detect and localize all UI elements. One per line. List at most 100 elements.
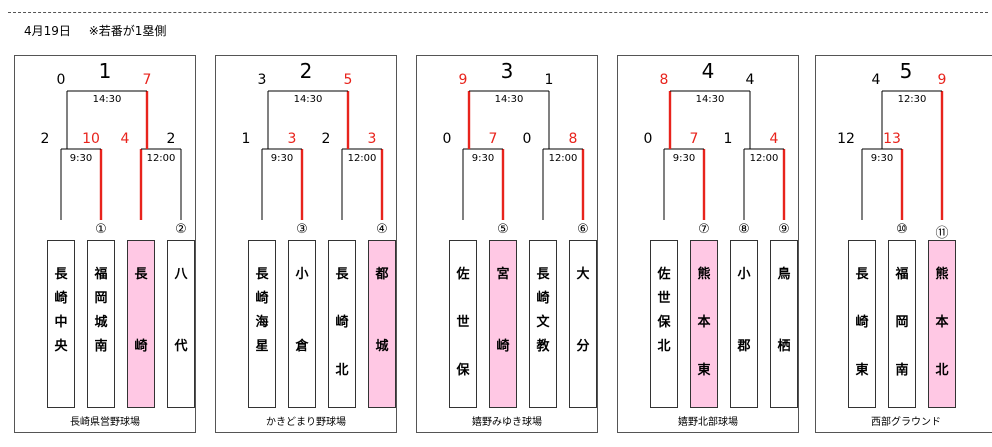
final-right-score: 9 xyxy=(937,72,947,88)
seed-number: ⑦ xyxy=(698,222,710,237)
team-box: 佐 世 保 xyxy=(449,240,477,408)
team-box: 福 岡 南 xyxy=(888,240,916,408)
final-left-score: 0 xyxy=(56,72,66,88)
team-box: 長 崎 東 xyxy=(848,240,876,408)
team-box: 大 分 xyxy=(569,240,597,408)
semi-a-right-score: 7 xyxy=(488,131,498,147)
team-box: 熊 本 北 xyxy=(928,240,956,408)
semi-a-left-score: 0 xyxy=(442,131,452,147)
seed-number: ⑩ xyxy=(896,222,908,237)
semi-b-time: 12:00 xyxy=(146,153,176,164)
team-box: 長 崎 北 xyxy=(328,240,356,408)
team-box: 八 代 xyxy=(167,240,195,408)
bracket-lines xyxy=(261,90,384,220)
header-divider xyxy=(8,12,988,13)
semi-a-right-score: 13 xyxy=(883,131,901,147)
seed-number: ⑤ xyxy=(497,222,509,237)
venue-name: かきどまり野球場 xyxy=(266,417,346,428)
seed-number: ⑪ xyxy=(935,226,949,241)
final-time: 12:30 xyxy=(897,94,927,105)
bracket-lines xyxy=(663,90,786,220)
team-name: 佐 世 保 xyxy=(456,267,470,378)
final-right-score: 1 xyxy=(544,72,554,88)
team-box: 長 崎 中 央 xyxy=(47,240,75,408)
final-left-score: 9 xyxy=(458,72,468,88)
semi-a-time: 9:30 xyxy=(870,153,894,164)
team-name: 小 郡 xyxy=(737,267,751,354)
semi-a-left-score: 1 xyxy=(241,131,251,147)
bracket-lines xyxy=(60,90,182,220)
team-box: 都 城 xyxy=(368,240,396,408)
semi-b-time: 12:00 xyxy=(749,153,779,164)
final-time: 14:30 xyxy=(293,94,323,105)
semi-b-time: 12:00 xyxy=(548,153,578,164)
seed-number: ⑥ xyxy=(577,222,589,237)
team-name: 長 崎 東 xyxy=(855,267,869,378)
final-time: 14:30 xyxy=(92,94,122,105)
team-box: 佐 世 保 北 xyxy=(650,240,678,408)
side-note: ※若番が1塁側 xyxy=(88,24,167,38)
semi-b-right-score: 8 xyxy=(568,131,578,147)
bracket-number: 4 xyxy=(701,59,715,83)
team-name: 宮 崎 xyxy=(496,267,510,354)
semi-a-right-score: 7 xyxy=(689,131,699,147)
bracket-number: 2 xyxy=(299,59,313,83)
team-box: 福 岡 城 南 xyxy=(87,240,115,408)
team-name: 大 分 xyxy=(576,267,590,354)
semi-b-right-score: 4 xyxy=(769,131,779,147)
team-name: 佐 世 保 北 xyxy=(657,267,671,354)
final-left-score: 8 xyxy=(659,72,669,88)
team-box: 熊 本 東 xyxy=(690,240,718,408)
team-name: 熊 本 東 xyxy=(697,267,711,378)
header: 4月19日 ※若番が1塁側 xyxy=(24,22,180,39)
semi-a-left-score: 2 xyxy=(40,131,50,147)
semi-b-right-score: 2 xyxy=(166,131,176,147)
final-right-score: 4 xyxy=(745,72,755,88)
team-name: 長 崎 海 星 xyxy=(255,267,269,354)
team-box: 小 郡 xyxy=(730,240,758,408)
bracket-number: 3 xyxy=(500,59,514,83)
team-name: 熊 本 北 xyxy=(935,267,949,378)
semi-a-time: 9:30 xyxy=(69,153,93,164)
semi-a-time: 9:30 xyxy=(471,153,495,164)
team-box: 長 崎 海 星 xyxy=(248,240,276,408)
team-name: 長 崎 xyxy=(134,267,148,354)
final-time: 14:30 xyxy=(494,94,524,105)
bracket-number: 1 xyxy=(98,59,112,83)
semi-a-right-score: 3 xyxy=(287,131,297,147)
venue-name: 西部グラウンド xyxy=(871,417,941,428)
final-right-score: 7 xyxy=(142,72,152,88)
seed-number: ⑨ xyxy=(778,222,790,237)
team-name: 福 岡 南 xyxy=(895,267,909,378)
team-name: 長 崎 文 教 xyxy=(536,267,550,354)
semi-b-left-score: 0 xyxy=(522,131,532,147)
bracket-panel-3: 3 0 7 9:30 0 8 12:00 9 1 14:30 佐 世 保 ⑤ 宮 崎 長 崎 文 教 ⑥ 大 … xyxy=(416,55,598,433)
semi-a-time: 9:30 xyxy=(672,153,696,164)
final-left-score: 4 xyxy=(871,72,881,88)
venue-name: 長崎県営野球場 xyxy=(70,417,140,428)
seed-number: ① xyxy=(95,222,107,237)
semi-b-left-score: 2 xyxy=(321,131,331,147)
semi-b-right-score: 3 xyxy=(367,131,377,147)
venue-name: 嬉野北部球場 xyxy=(678,417,738,428)
team-name: 都 城 xyxy=(375,267,389,354)
team-name: 長 崎 北 xyxy=(335,267,349,378)
team-name: 小 倉 xyxy=(295,267,309,354)
final-time: 14:30 xyxy=(695,94,725,105)
team-name: 長 崎 中 央 xyxy=(54,267,68,354)
semi-a-time: 9:30 xyxy=(270,153,294,164)
semi-b-left-score: 1 xyxy=(723,131,733,147)
team-name: 鳥 栖 xyxy=(777,267,791,354)
match-date: 4月19日 xyxy=(24,24,71,38)
team-name: 福 岡 城 南 xyxy=(94,267,108,354)
team-box: 鳥 栖 xyxy=(770,240,798,408)
bracket-lines xyxy=(462,90,585,220)
seed-number: ② xyxy=(175,222,187,237)
semi-a-left-score: 0 xyxy=(643,131,653,147)
semi-b-left-score: 4 xyxy=(120,131,130,147)
final-left-score: 3 xyxy=(257,72,267,88)
bracket-number: 5 xyxy=(899,59,913,83)
